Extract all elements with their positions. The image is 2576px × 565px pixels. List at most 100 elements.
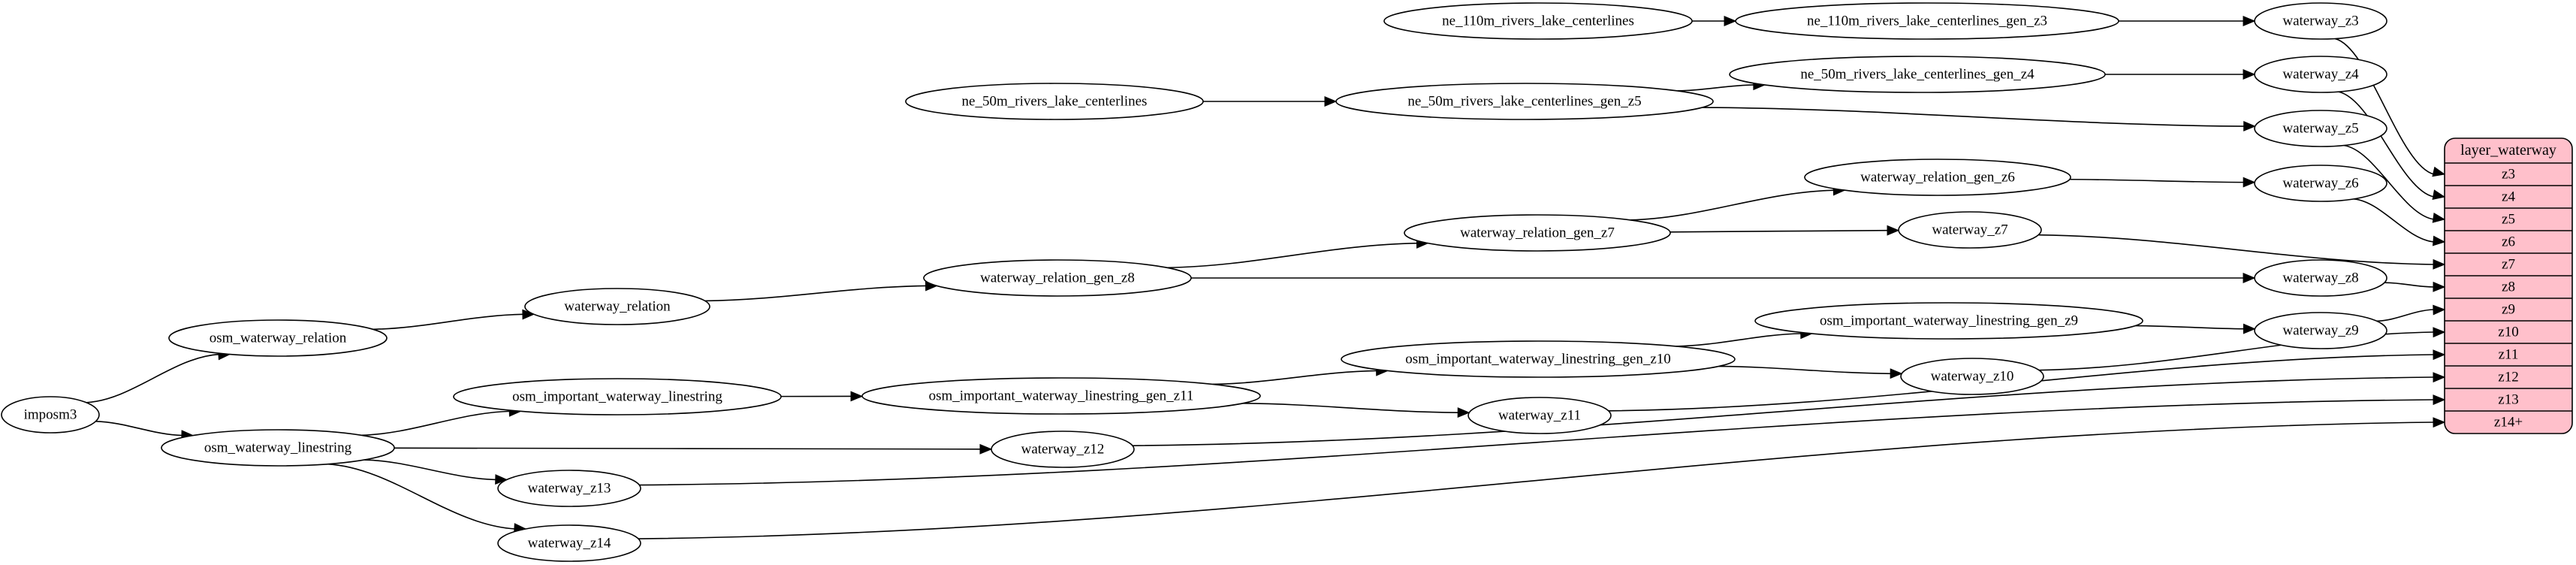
graph-edge bbox=[1191, 273, 2256, 283]
layer-table-row-z12[interactable]: z12 bbox=[2445, 366, 2572, 388]
graph-node-ne_110m_rivers_lake_centerlines_gen_z3[interactable]: ne_110m_rivers_lake_centerlines_gen_z3 bbox=[1735, 2, 2119, 40]
node-label: waterway_z10 bbox=[1931, 368, 2014, 384]
edge-arrowhead bbox=[495, 474, 508, 485]
layer-table-row-z6[interactable]: z6 bbox=[2445, 231, 2572, 253]
graph-node-waterway_relation[interactable]: waterway_relation bbox=[524, 288, 710, 325]
node-ellipse[interactable] bbox=[1467, 397, 1612, 434]
layer-table-row-z8[interactable]: z8 bbox=[2445, 276, 2572, 298]
graph-edge bbox=[639, 394, 2446, 486]
graph-node-waterway_z7[interactable]: waterway_z7 bbox=[1898, 211, 2042, 249]
node-ellipse[interactable] bbox=[1341, 340, 1736, 378]
graph-node-ne_50m_rivers_lake_centerlines_gen_z5[interactable]: ne_50m_rivers_lake_centerlines_gen_z5 bbox=[1335, 83, 1714, 120]
graph-node-waterway_z10[interactable]: waterway_z10 bbox=[1900, 358, 2044, 395]
edge-arrowhead bbox=[2433, 349, 2446, 361]
edge-line bbox=[394, 447, 982, 450]
graph-edge bbox=[1670, 225, 1900, 236]
layer-table-row-z4[interactable]: z4 bbox=[2445, 186, 2572, 208]
node-label: osm_important_waterway_linestring bbox=[512, 388, 722, 404]
node-ellipse[interactable] bbox=[1898, 211, 2042, 249]
node-ellipse[interactable] bbox=[453, 378, 782, 415]
node-ellipse[interactable] bbox=[161, 429, 395, 467]
graph-node-waterway_z4[interactable]: waterway_z4 bbox=[2254, 56, 2387, 93]
node-ellipse[interactable] bbox=[1383, 2, 1693, 40]
node-ellipse[interactable] bbox=[524, 288, 710, 325]
node-ellipse[interactable] bbox=[905, 83, 1204, 120]
edge-line bbox=[1718, 365, 1892, 375]
graph-node-waterway_z8[interactable]: waterway_z8 bbox=[2254, 259, 2387, 297]
layer-table-row-label: z14+ bbox=[2494, 414, 2523, 430]
node-ellipse[interactable] bbox=[1, 396, 100, 434]
graph-edge bbox=[95, 420, 195, 441]
graph-edge bbox=[2353, 198, 2446, 246]
edge-line bbox=[704, 285, 927, 302]
graph-node-osm_important_waterway_linestring_gen_z11[interactable]: osm_important_waterway_linestring_gen_z1… bbox=[861, 377, 1261, 415]
layer-table-row-z14+[interactable]: z14+ bbox=[2445, 411, 2572, 434]
edge-line bbox=[364, 459, 496, 481]
graph-node-waterway_relation_gen_z7[interactable]: waterway_relation_gen_z7 bbox=[1404, 214, 1671, 252]
layer-table-row-z3[interactable]: z3 bbox=[2445, 163, 2572, 186]
graph-edge bbox=[2376, 304, 2446, 322]
graph-node-waterway_z11[interactable]: waterway_z11 bbox=[1467, 397, 1612, 434]
graph-node-waterway_relation_gen_z8[interactable]: waterway_relation_gen_z8 bbox=[923, 259, 1192, 297]
layer-table-row-z10[interactable]: z10 bbox=[2445, 321, 2572, 343]
graph-node-waterway_z6[interactable]: waterway_z6 bbox=[2254, 165, 2387, 202]
node-ellipse[interactable] bbox=[2254, 56, 2387, 93]
layer-table-row-z5[interactable]: z5 bbox=[2445, 208, 2572, 231]
node-ellipse[interactable] bbox=[923, 259, 1192, 297]
edge-line bbox=[86, 353, 220, 403]
graph-node-imposm3[interactable]: imposm3 bbox=[1, 396, 100, 434]
layer-table-row-z13[interactable]: z13 bbox=[2445, 388, 2572, 411]
graph-edge bbox=[1718, 365, 1903, 379]
graph-node-waterway_z12[interactable]: waterway_z12 bbox=[991, 431, 1135, 468]
graph-node-osm_important_waterway_linestring_gen_z10[interactable]: osm_important_waterway_linestring_gen_z1… bbox=[1341, 340, 1736, 378]
node-ellipse[interactable] bbox=[497, 470, 641, 507]
edge-arrowhead bbox=[1324, 96, 1338, 107]
edge-line bbox=[638, 421, 2435, 539]
node-ellipse[interactable] bbox=[168, 319, 388, 357]
node-ellipse[interactable] bbox=[2254, 165, 2387, 202]
node-ellipse[interactable] bbox=[2254, 259, 2387, 297]
node-ellipse[interactable] bbox=[1335, 83, 1714, 120]
node-ellipse[interactable] bbox=[1735, 2, 2119, 40]
graph-edge bbox=[1630, 185, 1846, 221]
node-label: waterway_z11 bbox=[1498, 407, 1581, 423]
layer-table-row-z11[interactable]: z11 bbox=[2445, 343, 2572, 366]
graph-node-waterway_relation_gen_z6[interactable]: waterway_relation_gen_z6 bbox=[1804, 159, 2071, 196]
edge-line bbox=[2135, 325, 2245, 330]
graph-node-waterway_z9[interactable]: waterway_z9 bbox=[2254, 312, 2387, 349]
node-ellipse[interactable] bbox=[991, 431, 1135, 468]
edge-arrowhead bbox=[1724, 16, 1737, 26]
graph-node-waterway_z3[interactable]: waterway_z3 bbox=[2254, 2, 2387, 40]
edge-arrowhead bbox=[2433, 394, 2446, 406]
graph-node-ne_110m_rivers_lake_centerlines[interactable]: ne_110m_rivers_lake_centerlines bbox=[1383, 2, 1693, 40]
graph-node-osm_waterway_relation[interactable]: osm_waterway_relation bbox=[168, 319, 388, 357]
layer-table-row-z7[interactable]: z7 bbox=[2445, 253, 2572, 276]
node-ellipse[interactable] bbox=[2254, 312, 2387, 349]
node-ellipse[interactable] bbox=[1404, 214, 1671, 252]
node-label: osm_waterway_relation bbox=[210, 330, 347, 346]
graph-node-waterway_z5[interactable]: waterway_z5 bbox=[2254, 110, 2387, 147]
node-ellipse[interactable] bbox=[1754, 302, 2143, 340]
node-ellipse[interactable] bbox=[861, 377, 1261, 415]
node-label: ne_50m_rivers_lake_centerlines_gen_z4 bbox=[1800, 66, 2035, 82]
edge-line bbox=[2343, 144, 2435, 220]
graph-node-osm_waterway_linestring[interactable]: osm_waterway_linestring bbox=[161, 429, 395, 467]
layer-table-row-label: z3 bbox=[2502, 166, 2515, 182]
graph-edge bbox=[2334, 38, 2446, 177]
node-ellipse[interactable] bbox=[2254, 110, 2387, 147]
node-ellipse[interactable] bbox=[497, 524, 641, 562]
node-ellipse[interactable] bbox=[1804, 159, 2071, 196]
graph-node-waterway_z13[interactable]: waterway_z13 bbox=[497, 470, 641, 507]
node-ellipse[interactable] bbox=[2254, 2, 2387, 40]
layer-table-body[interactable] bbox=[2444, 137, 2573, 434]
layer-table-row-z9[interactable]: z9 bbox=[2445, 298, 2572, 321]
graph-node-ne_50m_rivers_lake_centerlines_gen_z4[interactable]: ne_50m_rivers_lake_centerlines_gen_z4 bbox=[1729, 56, 2106, 93]
layer-table-row-label: z11 bbox=[2499, 346, 2519, 362]
node-ellipse[interactable] bbox=[1900, 358, 2044, 395]
graph-node-waterway_z14[interactable]: waterway_z14 bbox=[497, 524, 641, 562]
graph-node-ne_50m_rivers_lake_centerlines[interactable]: ne_50m_rivers_lake_centerlines bbox=[905, 83, 1204, 120]
graph-node-osm_important_waterway_linestring_gen_z9[interactable]: osm_important_waterway_linestring_gen_z9 bbox=[1754, 302, 2143, 340]
graph-node-osm_important_waterway_linestring[interactable]: osm_important_waterway_linestring bbox=[453, 378, 782, 415]
node-ellipse[interactable] bbox=[1729, 56, 2106, 93]
